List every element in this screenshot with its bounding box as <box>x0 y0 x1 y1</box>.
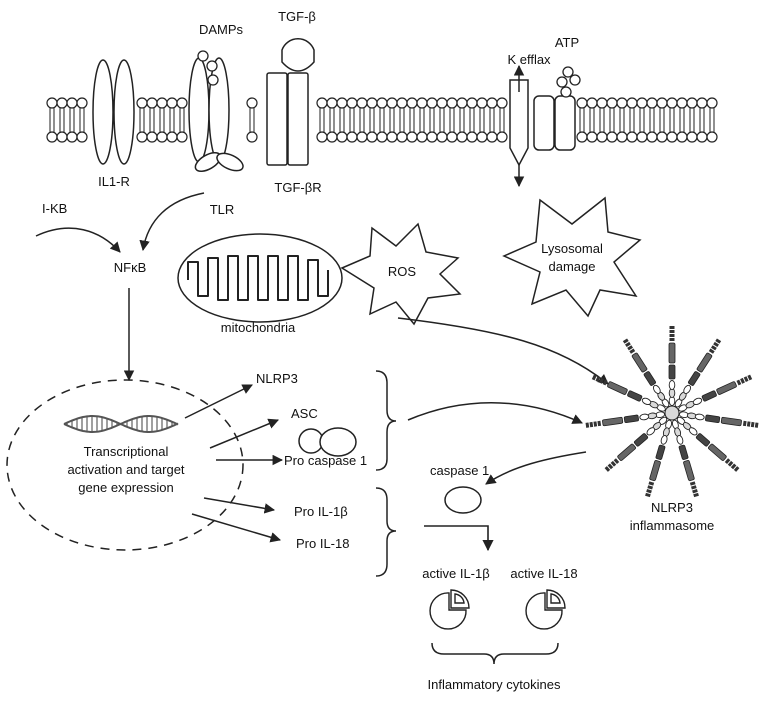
il18-cytokine-icon <box>525 589 566 630</box>
dna-helix-icon <box>63 415 179 433</box>
nucleus-text-line1: Transcriptional <box>84 444 169 459</box>
nucleus-text-line2: activation and target <box>67 462 184 477</box>
tgfb-label: TGF-β <box>278 9 316 24</box>
caspase1-shape <box>444 486 482 514</box>
arrow-to-pro-il1b <box>203 497 276 514</box>
active-il1b-label: active IL-1β <box>422 566 489 581</box>
components-to-inflammasome-arrow <box>407 402 583 424</box>
asc-label: ASC <box>291 406 318 421</box>
k-efflux-label: K efflax <box>507 52 551 67</box>
brace-upper <box>375 370 397 471</box>
lysosomal-damage-burst <box>502 196 642 318</box>
il1b-cytokine-icon <box>429 589 470 630</box>
tlr-to-nfkb-arrow <box>139 192 205 252</box>
caspase1-label: caspase 1 <box>430 463 489 478</box>
lysosomal-label-line1: Lysosomal <box>541 241 603 256</box>
atp-receptor <box>533 95 576 151</box>
k-efflux-channel <box>509 79 529 167</box>
atp-molecules <box>556 66 581 98</box>
nlrp3-product-label: NLRP3 <box>256 371 298 386</box>
atp-label: ATP <box>555 35 579 50</box>
damps-molecules <box>197 50 219 86</box>
inflammasome-label-line1: NLRP3 <box>651 500 693 515</box>
arrow-to-nlrp3 <box>184 384 253 419</box>
ros-label: ROS <box>388 264 417 279</box>
arrow-to-asc <box>209 418 279 449</box>
cell-membrane <box>46 97 718 143</box>
active-il18-label: active IL-18 <box>510 566 577 581</box>
nlrp3-inflammasome-complex <box>585 326 759 498</box>
pro-il18-label: Pro IL-18 <box>296 536 349 551</box>
brace-lower <box>375 487 397 577</box>
ikb-label: I-KB <box>42 201 67 216</box>
tgfbr-label: TGF-βR <box>274 180 321 195</box>
arrow-to-pro-il18 <box>191 513 282 543</box>
ros-to-inflammasome-arrow <box>397 317 609 385</box>
inflammatory-cytokines-label: Inflammatory cytokines <box>428 677 561 692</box>
il1r-receptor <box>92 59 135 165</box>
brace-bottom <box>431 642 559 665</box>
tlr-receptor <box>188 57 244 173</box>
tlr-label: TLR <box>210 202 235 217</box>
processing-arrow <box>424 525 494 552</box>
ros-burst <box>340 222 462 326</box>
ikb-arrow <box>35 227 121 253</box>
mitochondria <box>177 233 343 323</box>
asc-procaspase-shapes <box>298 427 357 457</box>
inflammasome-to-caspase-arrow <box>485 451 587 485</box>
nfkb-label: NFκB <box>114 260 147 275</box>
lysosomal-label-line2: damage <box>549 259 596 274</box>
nucleus <box>6 379 244 551</box>
pro-il1b-label: Pro IL-1β <box>294 504 348 519</box>
nucleus-text-line3: gene expression <box>78 480 173 495</box>
il1r-label: IL1-R <box>98 174 130 189</box>
mitochondria-label: mitochondria <box>221 320 296 335</box>
pro-caspase-label: Pro caspase 1 <box>284 453 367 468</box>
tgfb-receptor <box>266 38 315 166</box>
damps-label: DAMPs <box>199 22 244 37</box>
inflammasome-label-line2: inflammasome <box>630 518 715 533</box>
